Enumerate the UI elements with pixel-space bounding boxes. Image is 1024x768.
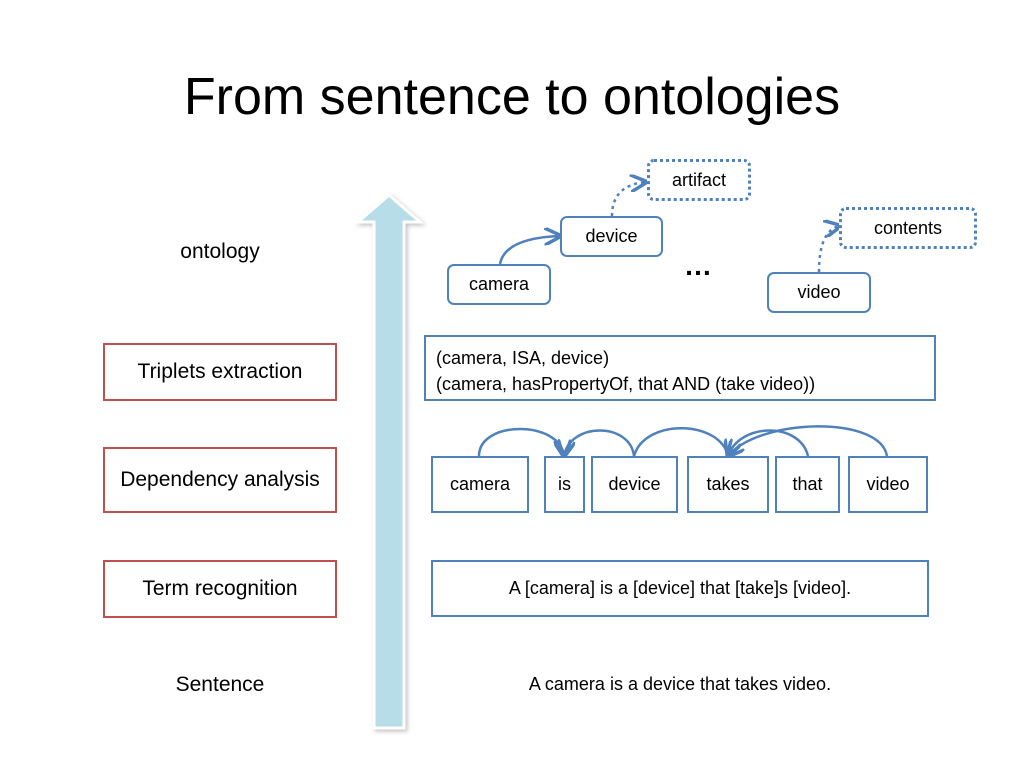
ontology-label: ontology	[180, 240, 260, 263]
token-device: device	[591, 456, 678, 513]
artifact-node: artifact	[647, 159, 751, 201]
token-that: that	[775, 456, 840, 513]
token-takes: takes	[687, 456, 769, 513]
term-recognition-step: Term recognition	[103, 560, 337, 618]
triplets-extraction-step: Triplets extraction	[103, 343, 337, 401]
camera-to-device-arrow	[498, 236, 560, 265]
dependency-arc-device-takes	[632, 427, 730, 457]
slide-title: From sentence to ontologies	[183, 68, 841, 126]
device-node: device	[560, 216, 663, 257]
upward-arrow	[353, 193, 425, 730]
dependency-arc-camera-is	[477, 427, 564, 456]
video-node: video	[767, 272, 871, 313]
triplet-has-property: (camera, hasPropertyOf, that AND (take v…	[436, 374, 816, 394]
video-to-contents-arrow	[817, 226, 840, 273]
camera-node: camera	[447, 264, 551, 305]
token-is: is	[544, 456, 585, 513]
device-to-artifact-arrow	[610, 182, 646, 217]
sentence-label: Sentence	[175, 673, 265, 696]
triplets-box: (camera, ISA, device) (camera, hasProper…	[424, 335, 936, 401]
token-video: video	[848, 456, 928, 513]
dependency-arc-video-takes	[728, 425, 889, 456]
sentence-text: A camera is a device that takes video.	[528, 674, 832, 694]
term-recognition-box: A [camera] is a [device] that [take]s [v…	[431, 560, 929, 617]
token-camera: camera	[431, 456, 529, 513]
dependency-arc-device-is	[564, 429, 636, 457]
triplet-isa: (camera, ISA, device)	[436, 348, 610, 368]
ellipsis: …	[684, 250, 712, 281]
dependency-analysis-step: Dependency analysis	[103, 447, 337, 513]
contents-node: contents	[839, 207, 977, 249]
